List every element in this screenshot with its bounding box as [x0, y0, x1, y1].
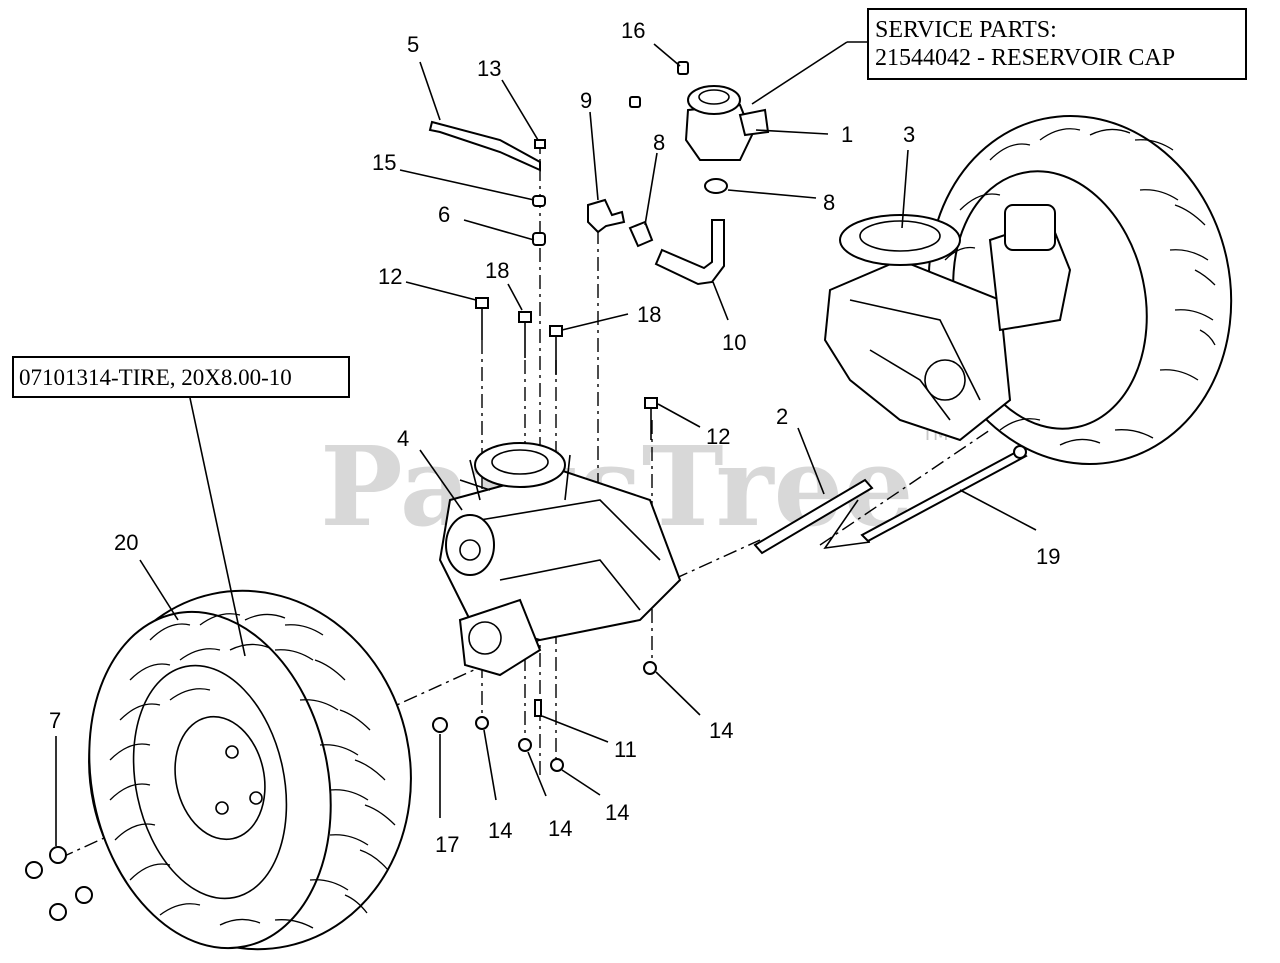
tire-part-label: 07101314-TIRE, 20X8.00-10 [12, 356, 350, 398]
callout-numbers: 1 2 3 4 5 6 7 8 8 9 10 11 12 12 13 14 14… [49, 18, 1060, 857]
callout-4: 4 [397, 426, 409, 451]
callout-8a: 8 [653, 130, 665, 155]
callout-18b: 18 [637, 302, 661, 327]
service-parts-item: 21544042 - RESERVOIR CAP [875, 45, 1176, 71]
left-transaxle [438, 442, 682, 677]
callout-19: 19 [1036, 544, 1060, 569]
callout-12b: 12 [706, 424, 730, 449]
right-transaxle [823, 204, 1072, 442]
callout-10: 10 [722, 330, 746, 355]
hardware-parts [25, 61, 1028, 921]
reservoir [684, 85, 770, 161]
callout-5: 5 [407, 32, 419, 57]
callout-15: 15 [372, 150, 396, 175]
callout-7: 7 [49, 708, 61, 733]
service-parts-title: SERVICE PARTS: [875, 17, 1057, 43]
callout-1: 1 [841, 122, 853, 147]
callout-18a: 18 [485, 258, 509, 283]
callout-14a: 14 [709, 718, 733, 743]
callout-16: 16 [621, 18, 645, 43]
callout-14d: 14 [605, 800, 629, 825]
callout-2: 2 [776, 404, 788, 429]
callout-14c: 14 [548, 816, 572, 841]
callout-8b: 8 [823, 190, 835, 215]
callout-17: 17 [435, 832, 459, 857]
callout-3: 3 [903, 122, 915, 147]
leader-lines [55, 41, 1037, 846]
callout-20: 20 [114, 530, 138, 555]
left-tire [88, 589, 412, 951]
callout-6: 6 [438, 202, 450, 227]
callout-13: 13 [477, 56, 501, 81]
callout-12a: 12 [378, 264, 402, 289]
service-parts-box: SERVICE PARTS: 21544042 - RESERVOIR CAP [867, 8, 1247, 80]
callout-11: 11 [614, 737, 637, 762]
callout-14b: 14 [488, 818, 512, 843]
callout-9: 9 [580, 88, 592, 113]
